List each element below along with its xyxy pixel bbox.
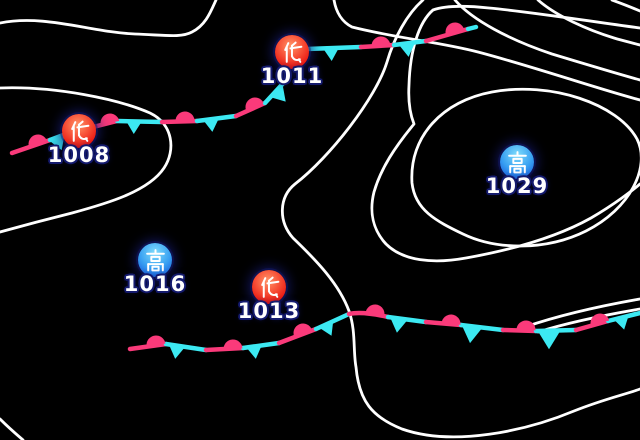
warm-front-semicircle-icon: [590, 313, 610, 326]
low-pressure-icon: [275, 35, 309, 69]
cold-front-triangle-icon: [169, 344, 185, 359]
isobar-line: [410, 87, 640, 248]
pressure-value-label: 1008: [47, 143, 111, 167]
low-kanji-glyph: [283, 41, 302, 63]
isobar-line: [610, 0, 640, 13]
isobar-line: [536, 0, 640, 47]
low-pressure-icon: [62, 114, 96, 148]
warm-front-semicircle-icon: [371, 36, 391, 47]
isobar-line: [0, 86, 173, 234]
cold-front-triangle-icon: [399, 43, 415, 57]
warm-front-semicircle-icon: [365, 304, 385, 315]
northern-stationary-front-segment: [391, 38, 429, 48]
high-pressure-icon: [500, 145, 534, 179]
southern-stationary-front-segment: [163, 341, 209, 353]
southern-stationary-front-segment: [533, 327, 579, 334]
cold-front-triangle-icon: [323, 47, 339, 61]
warm-front-semicircle-icon: [175, 111, 195, 122]
warm-front-semicircle-icon: [146, 335, 166, 347]
southern-stationary-front-segment: [458, 322, 506, 333]
isobar-line: [332, 0, 640, 102]
pressure-value-label: 1016: [123, 272, 187, 296]
northern-stationary-front-segment: [159, 118, 200, 125]
isobar-line: [0, 417, 25, 440]
warm-front-semicircle-icon: [445, 22, 465, 35]
cold-front-triangle-icon: [246, 344, 262, 359]
pressure-value-label: 1013: [237, 299, 301, 323]
low-pressure-icon: [252, 270, 286, 304]
isobar-line: [523, 297, 640, 329]
northern-stationary-front-segment: [423, 26, 471, 44]
warm-front-semicircle-icon: [516, 320, 536, 331]
cold-front-triangle-icon: [613, 315, 629, 330]
southern-stationary-front-segment: [573, 318, 611, 333]
warm-front-semicircle-icon: [223, 339, 243, 350]
southern-stationary-front-segment: [276, 326, 319, 346]
cold-front-triangle-icon: [126, 120, 142, 134]
warm-front-semicircle-icon: [100, 113, 120, 126]
cold-front-triangle-icon: [49, 135, 65, 151]
cold-front-triangle-icon: [203, 118, 219, 132]
cold-front-triangle-icon: [537, 331, 561, 350]
warm-front-semicircle-icon: [441, 314, 461, 325]
high-kanji-glyph: [507, 151, 527, 174]
low-kanji-glyph: [260, 276, 279, 298]
pressure-value-label: 1011: [260, 64, 324, 88]
cold-front-triangle-icon: [462, 325, 482, 344]
warm-front-semicircle-icon: [245, 97, 264, 112]
southern-stationary-front-segment: [346, 310, 391, 320]
high-kanji-glyph: [145, 249, 165, 272]
southern-stationary-front-segment: [423, 319, 464, 328]
isobar-line: [370, 4, 640, 263]
southern-stationary-front-segment: [500, 327, 539, 334]
northern-stationary-front-segment: [262, 75, 291, 106]
isobar-line: [453, 0, 640, 82]
pressure-value-label: 1029: [485, 174, 549, 198]
warm-front-semicircle-icon: [28, 134, 47, 148]
isobar-line: [280, 0, 640, 439]
cold-front-triangle-icon: [318, 320, 334, 336]
northern-stationary-front-segment: [9, 137, 53, 156]
northern-stationary-front-segment: [233, 100, 268, 119]
southern-stationary-front-segment: [127, 341, 169, 352]
cold-front-triangle-icon: [389, 316, 409, 333]
high-pressure-icon: [138, 243, 172, 277]
isobar-line: [0, 0, 218, 38]
warm-front-semicircle-icon: [293, 323, 312, 337]
low-kanji-glyph: [70, 120, 89, 142]
northern-stationary-front-segment: [465, 24, 479, 32]
cold-front-triangle-icon: [271, 86, 286, 102]
